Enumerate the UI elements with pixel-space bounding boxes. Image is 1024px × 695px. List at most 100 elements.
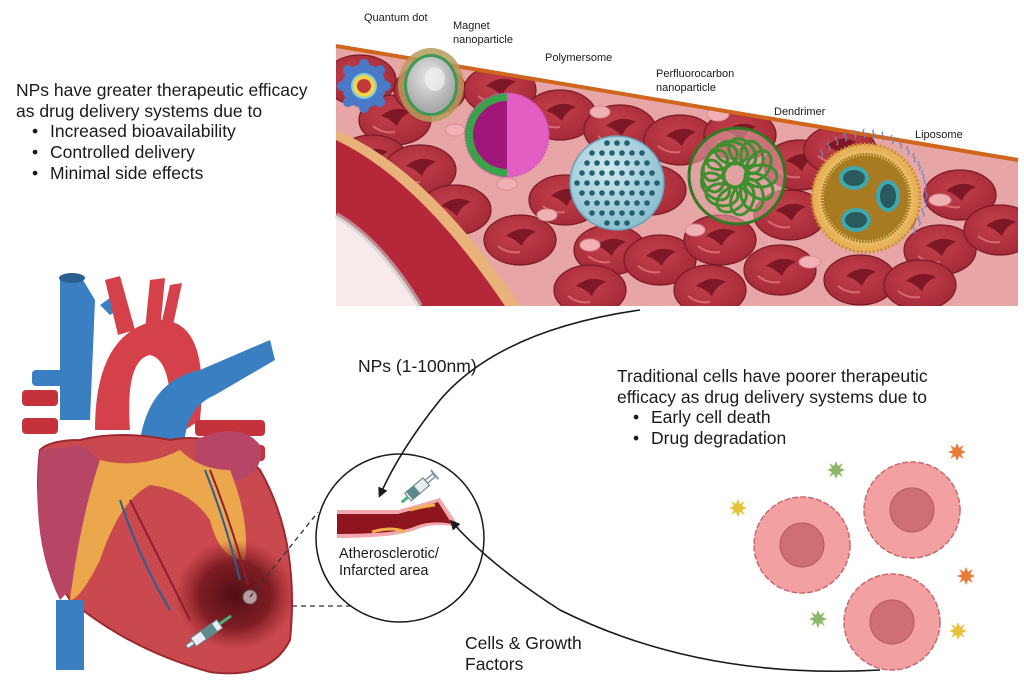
dendrimer-branch: [729, 182, 756, 217]
pfc-pore: [579, 190, 585, 196]
peg-chain: [921, 169, 925, 180]
cells-arrow-label-line2: Factors: [465, 653, 524, 674]
pfc-pore: [654, 180, 660, 186]
pfc-pore: [624, 160, 630, 166]
pfc-pore: [584, 160, 590, 166]
pfc-pore: [594, 200, 600, 206]
peg-chain: [912, 224, 916, 235]
stem-cell: [843, 573, 941, 671]
label-polymersome: Polymersome: [545, 52, 613, 64]
pfc-pore: [649, 170, 655, 176]
cells-drawbacks-list: Early cell death Drug degradation: [617, 407, 928, 448]
pfc-pore: [599, 210, 605, 216]
pfc-pore: [624, 220, 630, 226]
peg-chain: [906, 145, 910, 156]
stem-cell: [863, 461, 961, 559]
np-advantage-item: Controlled delivery: [16, 142, 308, 163]
pfc-pore: [629, 150, 635, 156]
infarct-region: [175, 540, 295, 650]
pfc-pore: [609, 170, 615, 176]
pfc-pore: [609, 150, 615, 156]
peg-chain: [843, 132, 848, 142]
pfc-pore: [579, 170, 585, 176]
cells-arrow: [450, 519, 881, 673]
pfc-pore: [614, 220, 620, 226]
pfc-pore: [634, 200, 640, 206]
zoom-connector-top: [249, 511, 319, 598]
peg-chain: [923, 198, 927, 208]
polymersome-icon: [464, 92, 550, 178]
pfc-pore: [589, 210, 595, 216]
label-dendrimer: Dendrimer: [774, 106, 826, 118]
np-intro: NPs have greater therapeutic efficacy as…: [16, 80, 308, 183]
pfc-pore: [584, 200, 590, 206]
cells-arrow-label: Cells & Growth Factors: [465, 633, 582, 674]
pfc-pore: [599, 150, 605, 156]
pfc-pore: [624, 180, 630, 186]
stem-cell: [753, 496, 851, 594]
np-advantage-item: Minimal side effects: [16, 163, 308, 184]
pfc-pore: [619, 190, 625, 196]
pfc-pore: [629, 210, 635, 216]
pfc-pore: [604, 220, 610, 226]
dendrimer-branch: [744, 149, 773, 182]
pfc-pore: [649, 190, 655, 196]
infarct-inset: [315, 453, 485, 623]
cells-intro-line2: efficacy as drug delivery systems due to: [617, 386, 927, 407]
cells-intro-line1: Traditional cells have poorer therapeuti…: [617, 366, 928, 386]
pfc-pore: [604, 160, 610, 166]
inset-label-line1: Atherosclerotic/: [339, 546, 439, 562]
pfc-pore: [609, 210, 615, 216]
peg-chain: [862, 128, 866, 139]
peg-chain: [924, 188, 928, 199]
label-magnet-nanoparticle: Magnet nanoparticle: [453, 20, 513, 48]
stem-cells: [753, 461, 961, 671]
np-advantages-list: Increased bioavailability Controlled del…: [16, 121, 308, 183]
pfc-pore: [639, 150, 645, 156]
pfc-pore: [609, 190, 615, 196]
peg-chain: [820, 148, 824, 158]
pfc-pore: [634, 180, 640, 186]
label-line: Magnet: [453, 20, 490, 32]
magnet-nanoparticle-icon: [398, 48, 464, 122]
quantum-dot-icon: [337, 59, 391, 113]
pfc-pore: [614, 140, 620, 146]
pfc-pore: [574, 180, 580, 186]
dendrimer-branch: [739, 139, 765, 175]
pfc-pore: [644, 180, 650, 186]
peg-chain: [898, 139, 903, 150]
peg-chain: [917, 216, 921, 227]
peg-chain: [853, 129, 857, 140]
peg-chain: [881, 131, 885, 141]
pfc-pore: [634, 160, 640, 166]
cells-intro: Traditional cells have poorer therapeuti…: [617, 366, 928, 449]
pfc-pore: [599, 170, 605, 176]
pfc-pore: [604, 140, 610, 146]
peg-chain: [890, 134, 894, 145]
np-arrow-label: NPs (1-100nm): [358, 356, 477, 376]
label-line: nanoparticle: [453, 33, 513, 46]
dendrimer-branch: [714, 139, 750, 166]
np-intro-line1: NPs have greater therapeutic efficacy: [16, 80, 308, 100]
pfc-pore: [584, 180, 590, 186]
np-arrow: [378, 309, 641, 498]
inset-label: Atherosclerotic/ Infarcted area: [339, 546, 439, 581]
peg-chain: [917, 160, 921, 171]
pfc-pore: [594, 160, 600, 166]
pfc-pore: [639, 210, 645, 216]
pfc-pore: [619, 210, 625, 216]
peg-chain: [923, 179, 927, 189]
np-advantage-item: Increased bioavailability: [16, 121, 308, 142]
pfc-pore: [594, 180, 600, 186]
dendrimer-branch: [727, 137, 758, 169]
label-quantum-dot: Quantum dot: [364, 12, 428, 24]
pfc-pore: [629, 190, 635, 196]
cells-drawback-item: Drug degradation: [617, 428, 928, 449]
blood-vessel-panel: [334, 20, 1019, 308]
cells-arrow-label-line1: Cells & Growth: [465, 633, 582, 653]
pfc-pore: [629, 170, 635, 176]
perfluorocarbon-nanoparticle-icon: [569, 135, 665, 231]
syringe-icon: [185, 614, 232, 650]
